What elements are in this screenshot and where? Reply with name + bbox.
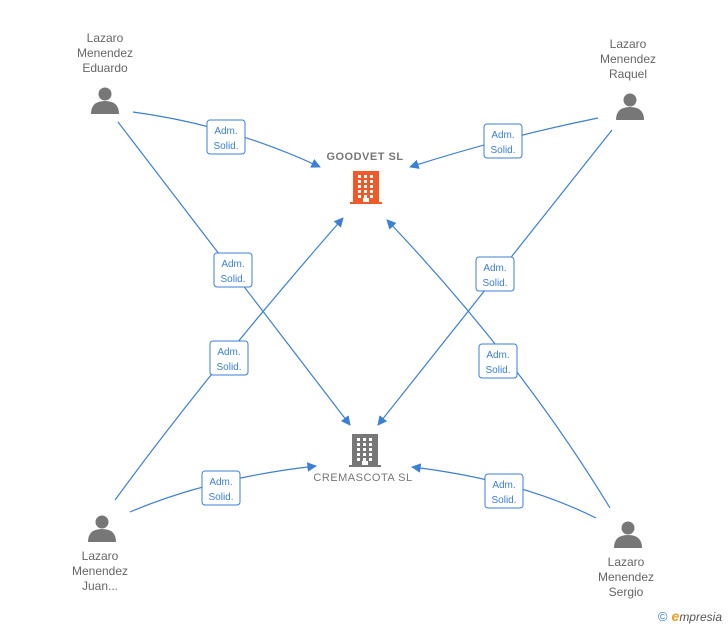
edge-label-p3-c2[interactable]: Adm. Solid. (201, 470, 241, 506)
edge-label-text: Solid. (490, 145, 515, 156)
person-icon (88, 515, 116, 542)
person-icon (614, 521, 642, 548)
person-name-line: Menendez (72, 564, 128, 578)
person-name-line: Raquel (609, 67, 647, 81)
person-name-line: Lazaro (87, 31, 124, 45)
edge-label-box (484, 473, 524, 509)
edge-label-p1-c2[interactable]: Adm. Solid. (213, 252, 253, 288)
person-name-line: Lazaro (610, 37, 647, 51)
edge-label-box (201, 470, 241, 506)
edge-label-text: Solid. (482, 278, 507, 289)
edge-label-p4-c1[interactable]: Adm. Solid. (478, 343, 518, 379)
edge-label-p3-c1[interactable]: Adm. Solid. (209, 340, 249, 376)
person-name-line: Lazaro (608, 555, 645, 569)
edge-label-text: Adm. (217, 347, 240, 358)
edge-label-text: Adm. (209, 477, 232, 488)
edge-label-box (213, 252, 253, 288)
edge-label-text: Solid. (491, 495, 516, 506)
edge-label-box (483, 123, 523, 159)
building-icon (350, 171, 382, 204)
edge-label-text: Adm. (491, 130, 514, 141)
edge-label-text: Adm. (483, 263, 506, 274)
edge-label-text: Adm. (486, 350, 509, 361)
brand-name: mpresia (679, 610, 722, 624)
person-name-line: Lazaro (82, 549, 119, 563)
edge-label-text: Solid. (220, 274, 245, 285)
company-node-c2[interactable]: CREMASCOTA SL (313, 434, 412, 484)
edge-label-text: Adm. (214, 126, 237, 137)
edge-label-text: Adm. (221, 259, 244, 270)
person-name-line: Menendez (77, 46, 133, 60)
person-name-line: Sergio (609, 585, 644, 599)
copyright-symbol: © (657, 609, 668, 624)
edge-label-text: Adm. (492, 480, 515, 491)
person-name-line: Eduardo (82, 61, 128, 75)
edge-label-box (209, 340, 249, 376)
edge-label-text: Solid. (208, 492, 233, 503)
company-node-c1[interactable]: GOODVET SL (326, 151, 403, 204)
person-name-line: Menendez (598, 570, 654, 584)
edge-label-text: Solid. (485, 365, 510, 376)
building-icon (349, 434, 381, 467)
edge-label-box (475, 256, 515, 292)
edge-label-p4-c2[interactable]: Adm. Solid. (484, 473, 524, 509)
person-icon (616, 93, 644, 120)
company-name: CREMASCOTA SL (313, 472, 412, 484)
person-name-line: Juan... (82, 579, 118, 593)
person-name-line: Menendez (600, 52, 656, 66)
edge-labels-layer: Adm. Solid. Adm. Solid. Adm. Solid. Adm. Solid.… (201, 119, 524, 509)
edge-label-text: Solid. (213, 141, 238, 152)
edge-label-box (478, 343, 518, 379)
person-icon (91, 87, 119, 114)
edge-label-p2-c1[interactable]: Adm. Solid. (483, 123, 523, 159)
edge-label-box (206, 119, 246, 155)
person-node-p3[interactable]: LazaroMenendezJuan... (72, 515, 128, 594)
edge-label-p2-c2[interactable]: Adm. Solid. (475, 256, 515, 292)
edge-label-text: Solid. (216, 362, 241, 373)
empresia-brand[interactable]: ©empresia (658, 608, 722, 624)
edge-label-p1-c1[interactable]: Adm. Solid. (206, 119, 246, 155)
edge-p1-c2 (117, 121, 351, 426)
company-name: GOODVET SL (326, 151, 403, 163)
nodes-layer: LazaroMenendezEduardoLazaroMenendezRaque… (72, 31, 656, 599)
brand-logo-e: e (671, 608, 680, 624)
